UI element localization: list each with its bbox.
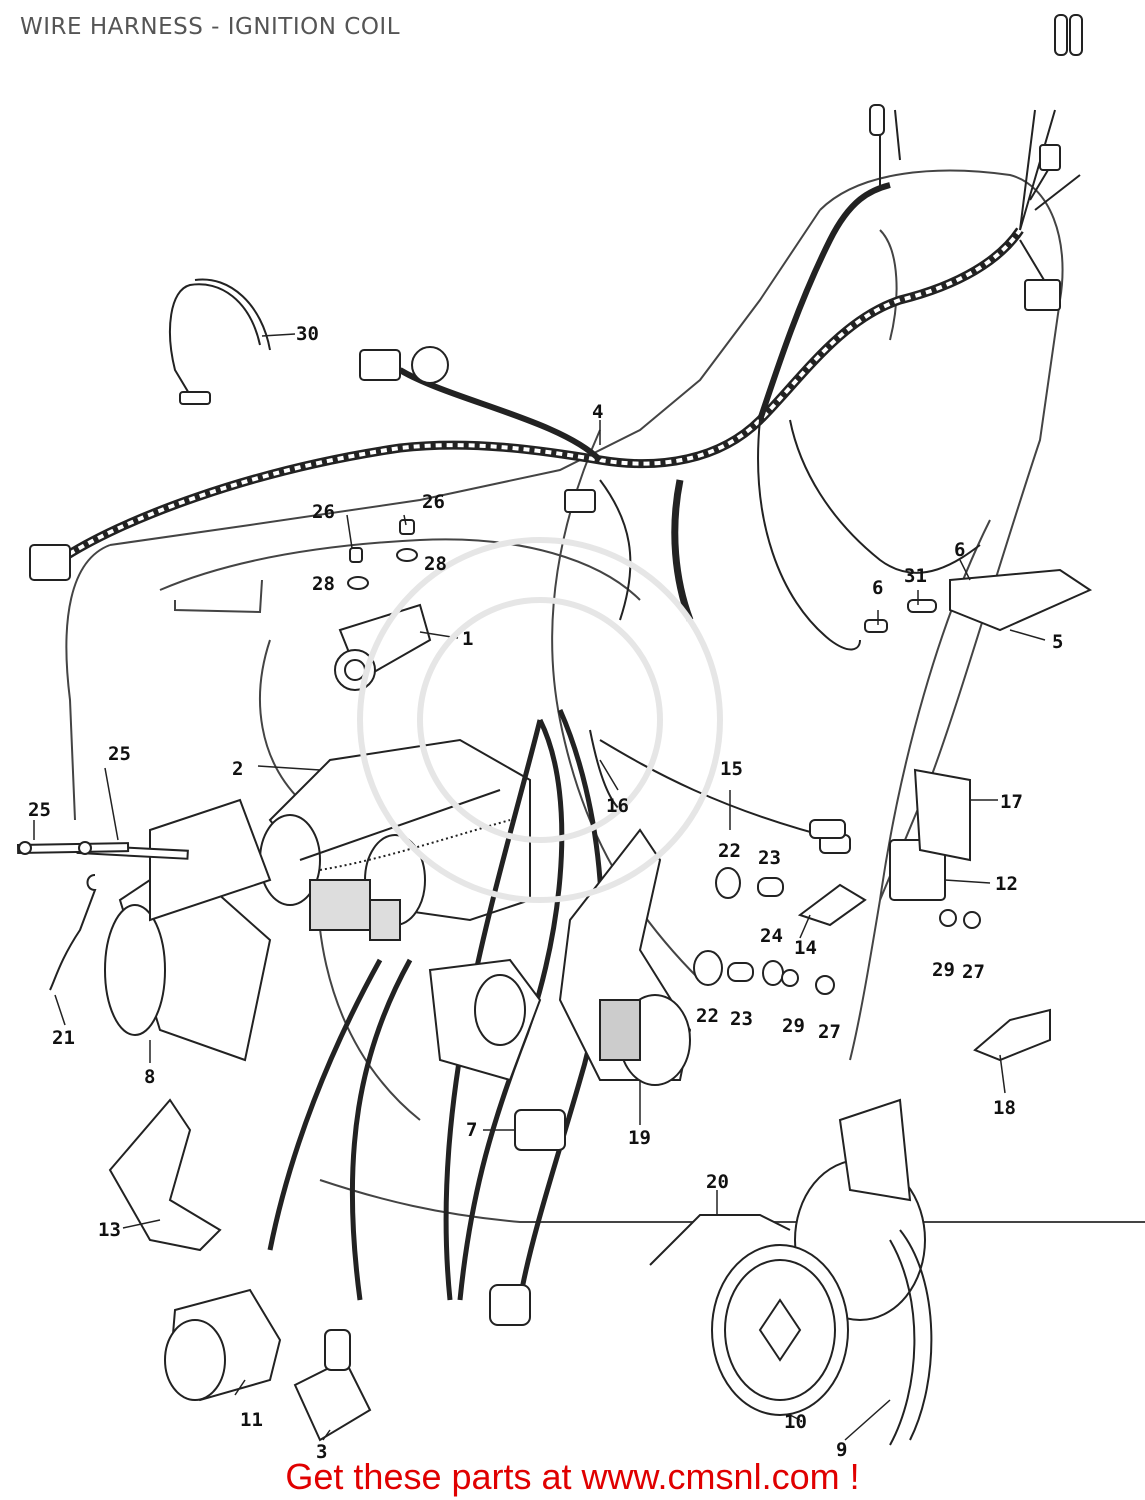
footer-banner-link[interactable]: Get these parts at www.cmsnl.com ! — [285, 1456, 860, 1497]
callout-10: 10 — [784, 1411, 807, 1433]
callout-8: 8 — [144, 1066, 155, 1088]
callout-30: 30 — [296, 323, 319, 345]
ignition-switch-7 — [428, 958, 566, 1151]
callout-16: 16 — [606, 795, 629, 817]
watermark — [357, 537, 723, 903]
horn-10 — [711, 1098, 926, 1416]
small-parts — [347, 519, 1093, 1266]
callout-6a: 6 — [954, 539, 965, 561]
callout-15: 15 — [720, 758, 743, 780]
horn-wires — [889, 1229, 933, 1446]
callout-7: 7 — [466, 1119, 477, 1141]
callout-1: 1 — [462, 628, 473, 650]
leader-lines — [33, 333, 1046, 1441]
callout-29a: 29 — [932, 959, 955, 981]
callout-12: 12 — [995, 873, 1018, 895]
callout-31: 31 — [904, 565, 927, 587]
band-30 — [169, 278, 271, 405]
socket-11 — [164, 1288, 282, 1402]
bracket-19 — [558, 828, 692, 1086]
callout-23a: 23 — [758, 847, 781, 869]
callout-18: 18 — [993, 1097, 1016, 1119]
callout-5: 5 — [1052, 631, 1063, 653]
callout-3: 3 — [316, 1441, 327, 1463]
wire-harness — [57, 109, 1081, 651]
callout-29b: 29 — [782, 1015, 805, 1037]
callout-17: 17 — [1000, 791, 1023, 813]
callout-25b: 25 — [28, 799, 51, 821]
callout-27b: 27 — [818, 1021, 841, 1043]
harness-connectors — [29, 14, 1083, 581]
connector-1 — [334, 603, 432, 691]
page-title: WIRE HARNESS - IGNITION COIL — [20, 14, 401, 40]
callout-4: 4 — [592, 401, 603, 423]
callout-20: 20 — [706, 1171, 729, 1193]
frame-outline — [65, 169, 1145, 1223]
callout-21: 21 — [52, 1027, 75, 1049]
callout-14: 14 — [794, 937, 817, 959]
callout-13: 13 — [98, 1219, 121, 1241]
callout-23b: 23 — [730, 1008, 753, 1030]
rectifier-12 — [889, 768, 971, 901]
callout-22b: 22 — [696, 1005, 719, 1027]
callout-11: 11 — [240, 1409, 263, 1431]
callout-25a: 25 — [108, 743, 131, 765]
callout-24: 24 — [760, 925, 783, 947]
callout-9: 9 — [836, 1439, 847, 1461]
plug-caps — [293, 1284, 531, 1442]
callout-19: 19 — [628, 1127, 651, 1149]
callout-6b: 6 — [872, 577, 883, 599]
bolts-25 — [16, 841, 189, 860]
callout-26b: 26 — [422, 491, 445, 513]
condenser-8 — [104, 798, 272, 1062]
callout-22a: 22 — [718, 840, 741, 862]
callout-27a: 27 — [962, 961, 985, 983]
bracket-13 — [108, 1098, 222, 1252]
callout-2: 2 — [232, 758, 243, 780]
callout-26a: 26 — [312, 501, 335, 523]
callout-28b: 28 — [312, 573, 335, 595]
callout-28a: 28 — [424, 553, 447, 575]
callout-labels: 1 2 3 4 5 6 6 7 8 9 10 11 12 13 14 15 16… — [28, 323, 1063, 1463]
spring-21 — [49, 874, 97, 991]
